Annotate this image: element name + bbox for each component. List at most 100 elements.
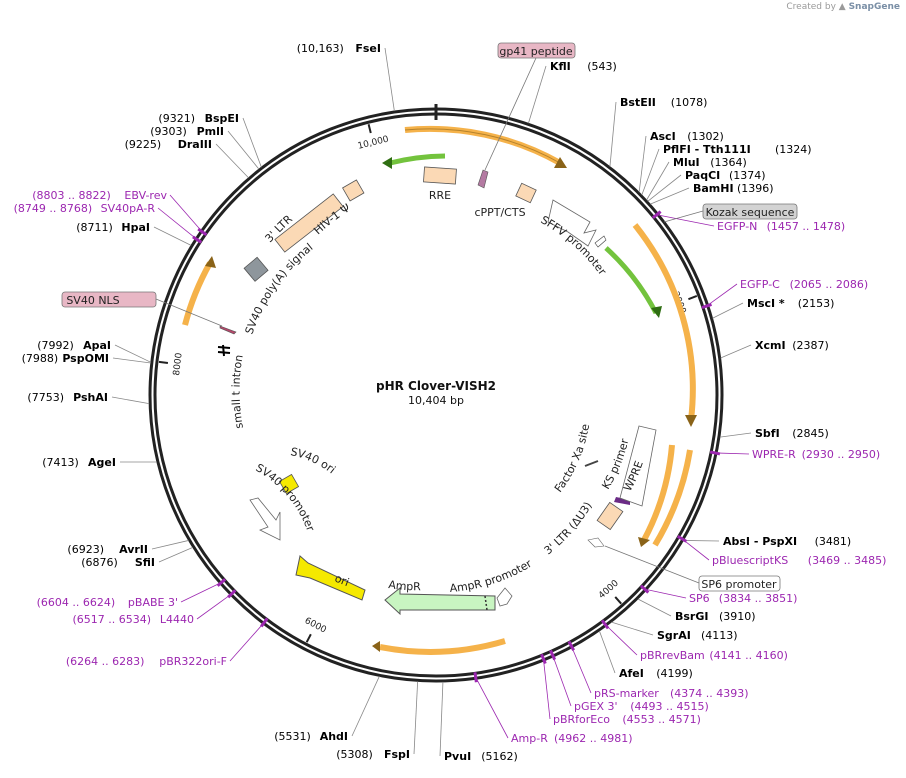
plasmid-name: pHR Clover-VISH2 <box>376 379 496 393</box>
site-name: PshAI <box>73 391 108 404</box>
site-name: AfeI <box>619 667 644 680</box>
site-apai: ApaI(7992) <box>37 339 152 363</box>
site-name: BspEI <box>205 112 239 125</box>
primer-name: pRS-marker <box>594 687 659 700</box>
sv40polya-label: SV40 poly(A) signal <box>243 241 316 336</box>
site-name: BamHI <box>693 182 734 195</box>
site-paqci: PaqCI(1374) <box>647 169 766 202</box>
site-name: MscI * <box>747 297 785 310</box>
primer-name: L4440 <box>160 613 194 626</box>
arrowhead-top-orange <box>554 157 567 168</box>
primer-ebv-rev: EBV-rev(8803 .. 8822) <box>32 189 208 236</box>
primer-position: (4493 .. 4515) <box>630 700 709 713</box>
ltr3-label: 3' LTR (ΔU3) <box>542 500 595 558</box>
site-position: (5162) <box>481 750 518 763</box>
site-pshai: PshAI (7753) <box>27 391 150 405</box>
site-name: AscI <box>650 130 676 143</box>
site-pvui: PvuI(5162) <box>439 681 518 763</box>
boxed-labels: gp41 peptide Kozak sequence SV40 NLS SP6… <box>61 42 798 592</box>
ltr3-feature <box>596 501 624 531</box>
ks-primer-marker <box>614 497 630 505</box>
small-t-intron-marker <box>217 344 231 357</box>
tick-mark-3 <box>305 633 312 643</box>
site-position: (1302) <box>687 130 724 143</box>
feature-arcs <box>182 125 697 655</box>
site-position: (4113) <box>701 629 738 642</box>
tick-mark-1 <box>688 295 698 301</box>
site-position: (1078) <box>671 96 708 109</box>
factor-xa-label: Factor Xa site <box>552 423 592 495</box>
site-position: (6923) <box>67 543 104 556</box>
arrowhead-amp-orange <box>372 641 380 652</box>
primer-position: (4553 .. 4571) <box>622 713 701 726</box>
green-arc-right <box>604 246 659 315</box>
site-bsrgi: BsrGI(3910) <box>637 598 756 623</box>
egfp-arc-orange <box>632 223 696 421</box>
primer-name: WPRE-R <box>752 448 796 461</box>
primer-position: (3469 .. 3485) <box>808 554 887 567</box>
site-name: PflFI - Tth111I <box>663 143 751 156</box>
green-arc-top <box>389 153 446 166</box>
site-position: (8711) <box>76 221 113 234</box>
factor-xa-marker <box>584 460 599 467</box>
site-position: (9225) <box>125 138 162 151</box>
primer-position: (8749 .. 8768) <box>14 202 93 215</box>
site-position: (7992) <box>37 339 74 352</box>
primer-position: (3834 .. 3851) <box>719 592 798 605</box>
site-position: (6876) <box>81 556 118 569</box>
site-position: (7753) <box>27 391 64 404</box>
site-name: MluI <box>673 156 700 169</box>
primer-name: pGEX 3' <box>574 700 618 713</box>
site-name: PspOMI <box>62 352 109 365</box>
arrowhead-green-right <box>651 306 662 318</box>
sp6promoter-label: SP6 promoter <box>701 578 777 591</box>
site-msci-: MscI * (2153) <box>712 297 835 319</box>
site-pspomi: PspOMI(7988) <box>22 352 151 365</box>
site-bsteii: BstEII(1078) <box>609 96 708 167</box>
site-name: DraIII <box>178 138 212 151</box>
site-position: (9303) <box>150 125 187 138</box>
cppt-box <box>515 182 537 204</box>
sffv-promoter-shape <box>547 199 597 247</box>
primer-prs-marker: pRS-marker(4374 .. 4393) <box>567 640 749 700</box>
site-ahdi: AhdI(5531) <box>274 676 380 743</box>
feature-arc-top-orange-outline <box>404 128 561 164</box>
site-position: (1396) <box>737 182 774 195</box>
site-kfli: KflI(543) <box>528 60 617 124</box>
primer-pgex-3-: pGEX 3' (4493 .. 4515) <box>549 649 709 713</box>
site-position: (7413) <box>42 456 79 469</box>
site-position: (1324) <box>775 143 812 156</box>
sv40nls-label: SV40 NLS <box>66 294 119 307</box>
site-position: (10,163) <box>297 42 344 55</box>
site-pflfi-tth111i: PflFI - Tth111I (1324) <box>641 143 812 196</box>
site-name: AgeI <box>88 456 116 469</box>
primer-sv40pa-r: SV40pA-R(8749 .. 8768) <box>14 202 203 244</box>
primer-position: (4962 .. 4981) <box>554 732 633 745</box>
primer-pbabe-3-: pBABE 3' (6604 .. 6624) <box>37 578 227 609</box>
sv40promoter-label-path: SV40 promoter <box>254 461 318 533</box>
tick-label-2: 4000 <box>597 578 621 601</box>
sp6promoter-box <box>698 575 781 592</box>
kozak-label: Kozak sequence <box>706 206 795 219</box>
site-position: (2845) <box>792 427 829 440</box>
tick-mark-0 <box>367 124 372 134</box>
small-t-label-path: small t intron <box>230 354 246 430</box>
sv40nls-box <box>61 291 157 308</box>
primer-position: (2930 .. 2950) <box>802 448 881 461</box>
site-name: HpaI <box>121 221 150 234</box>
primer-name: pBRrevBam <box>640 649 705 662</box>
cppt-label: cPPT/CTS <box>474 206 525 219</box>
site-name: SfiI <box>135 556 155 569</box>
primer-position: (6604 .. 6624) <box>37 596 116 609</box>
primer-egfp-n: EGFP-N(1457 .. 1478) <box>651 210 845 233</box>
sv40-polya-feature <box>243 256 269 282</box>
site-name: AvrII <box>119 543 148 556</box>
site-agei: AgeI (7413) <box>42 456 157 469</box>
site-position: (2153) <box>798 297 835 310</box>
primer-name: pBABE 3' <box>128 596 178 609</box>
primer-pbr322ori-f: pBR322ori-F(6264 .. 6283) <box>66 617 269 668</box>
primer-name: SP6 <box>689 592 710 605</box>
primer-position: (6264 .. 6283) <box>66 655 145 668</box>
primer-name: EGFP-C <box>740 278 780 291</box>
site-sgrai: SgrAI(4113) <box>611 621 738 642</box>
